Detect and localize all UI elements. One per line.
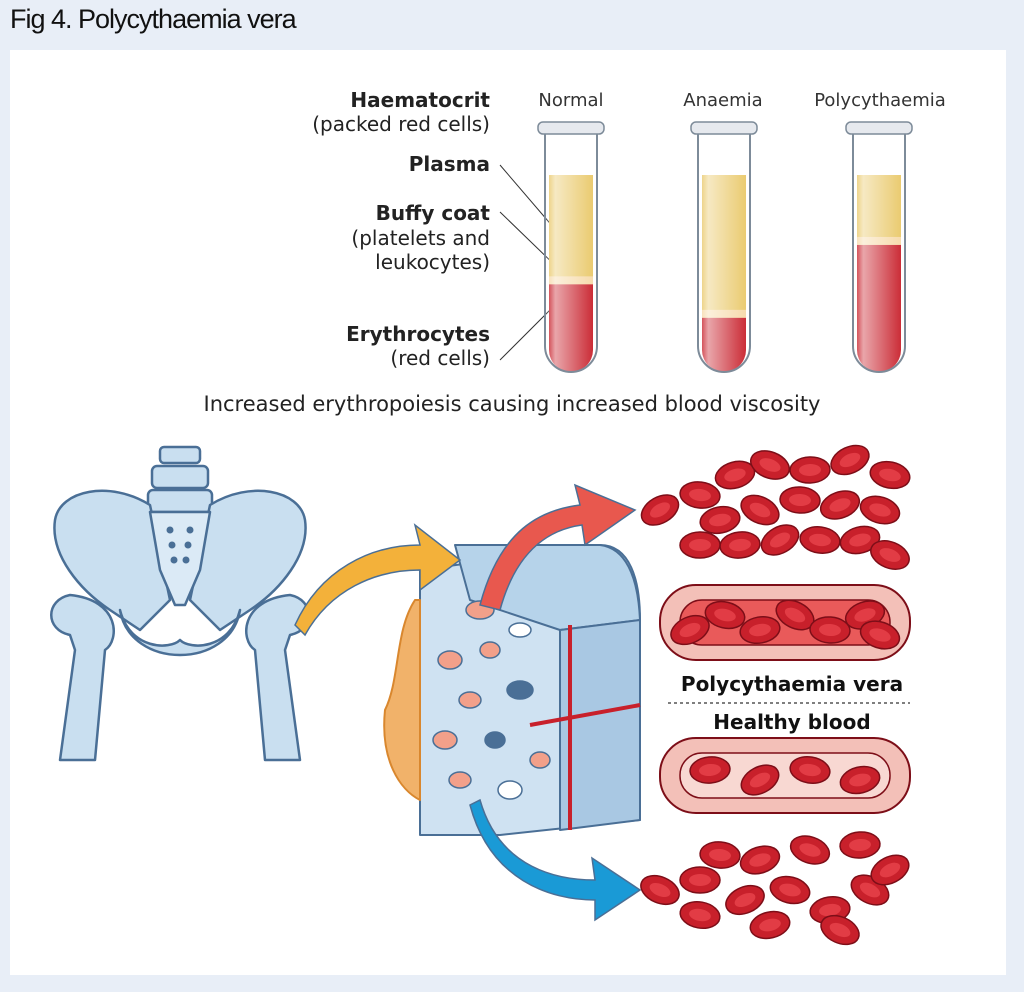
- red-blood-cell: [778, 485, 822, 515]
- red-blood-cell: [797, 523, 843, 557]
- red-blood-cell: [866, 457, 914, 493]
- tube-rim: [690, 121, 758, 135]
- legend-polycythaemia-vera: Polycythaemia vera: [680, 672, 904, 696]
- vessel-healthy: [659, 737, 911, 814]
- label-plasma: Plasma: [408, 152, 490, 176]
- tube-polycythaemia: [845, 121, 913, 373]
- tube-rim: [845, 121, 913, 135]
- tube-glass: [544, 129, 598, 373]
- red-blood-cell: [677, 897, 723, 933]
- tube-name-anaemia: Anaemia: [683, 90, 763, 111]
- red-blood-cell: [766, 871, 814, 909]
- red-blood-cell: [788, 455, 832, 485]
- arrow-blue: [469, 798, 642, 922]
- arrow-red: [479, 483, 637, 611]
- sacral-holes: [166, 526, 194, 564]
- red-blood-cell: [735, 488, 785, 532]
- red-blood-cell: [838, 829, 882, 861]
- red-blood-cell: [816, 485, 864, 525]
- tube-name-polycythaemia: Polycythaemia: [814, 90, 946, 111]
- red-blood-cell: [679, 530, 721, 560]
- red-blood-cells: [635, 439, 915, 951]
- tube-rim: [537, 121, 605, 135]
- vertebra: [150, 464, 210, 490]
- red-blood-cell: [677, 478, 723, 512]
- red-blood-cell: [635, 487, 685, 533]
- red-blood-cell: [698, 839, 742, 871]
- marrow-cells: [432, 600, 551, 800]
- pelvis-illustration: [50, 445, 310, 762]
- vertebra: [146, 488, 214, 514]
- label-erythrocytes: Erythrocytes: [346, 322, 490, 346]
- tube-normal: [537, 121, 605, 373]
- red-blood-cell: [736, 840, 784, 880]
- pubis: [118, 608, 242, 657]
- label-buffy-sub1: (platelets and: [351, 226, 490, 250]
- red-blood-cell: [679, 866, 721, 894]
- red-blood-cell: [786, 830, 834, 870]
- left-iliac: [53, 489, 172, 632]
- red-blood-cell: [856, 490, 904, 530]
- sacrum: [148, 510, 212, 607]
- label-buffy-coat: Buffy coat: [375, 201, 490, 225]
- label-erythrocytes-sub: (red cells): [390, 346, 490, 370]
- left-femur: [50, 593, 115, 762]
- red-blood-cell: [746, 907, 794, 943]
- red-blood-cell: [745, 444, 795, 486]
- legend-healthy-blood: Healthy blood: [713, 710, 871, 734]
- label-haematocrit: Haematocrit: [350, 88, 490, 112]
- tubes: [537, 121, 913, 373]
- red-blood-cell: [635, 869, 685, 911]
- tube-glass: [697, 129, 751, 373]
- arrow-yellow: [294, 523, 462, 637]
- vertebra: [158, 445, 202, 465]
- caption: Increased erythropoiesis causing increas…: [203, 392, 821, 416]
- red-blood-cell: [825, 439, 875, 481]
- red-blood-cell: [718, 529, 762, 561]
- red-blood-cell: [755, 518, 805, 562]
- tube-glass: [852, 129, 906, 373]
- tube-name-normal: Normal: [538, 90, 604, 111]
- right-iliac: [188, 489, 307, 632]
- tube-anaemia: [690, 121, 758, 373]
- figure-title: Fig 4. Polycythaemia vera: [10, 4, 297, 34]
- label-haematocrit-sub: (packed red cells): [312, 112, 490, 136]
- label-buffy-sub2: leukocytes): [375, 250, 490, 274]
